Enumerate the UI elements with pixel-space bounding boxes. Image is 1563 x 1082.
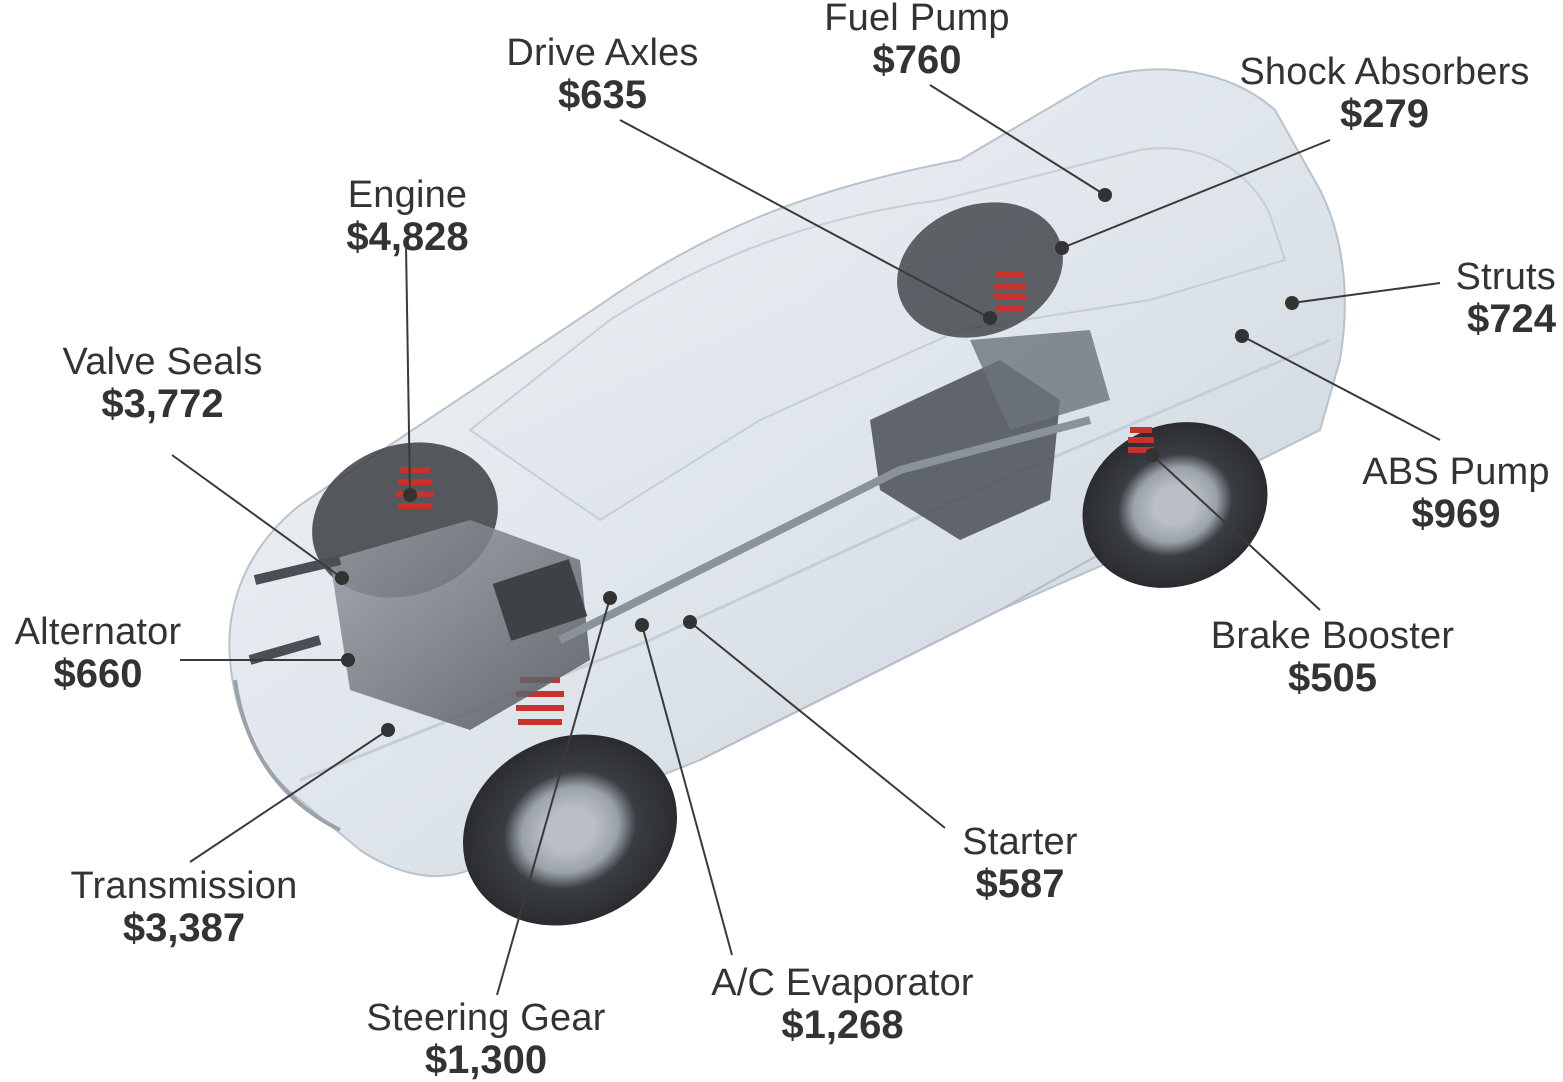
label-steering-gear: Steering Gear $1,300 — [350, 997, 622, 1082]
part-price: $1,268 — [781, 1003, 904, 1048]
label-valve-seals: Valve Seals $3,772 — [45, 341, 280, 427]
part-price: $969 — [1411, 492, 1501, 537]
part-price: $279 — [1340, 92, 1429, 137]
part-price: $505 — [1288, 656, 1377, 701]
part-price: $587 — [975, 862, 1065, 907]
callout-dots — [335, 188, 1299, 737]
part-name: Starter — [962, 821, 1078, 863]
label-abs-pump: ABS Pump $969 — [1350, 451, 1562, 537]
label-brake-booster: Brake Booster $505 — [1195, 615, 1470, 701]
label-shock-absorbers: Shock Absorbers $279 — [1222, 51, 1547, 137]
callout-dot-icon — [335, 571, 349, 585]
leader-transmission — [189, 729, 389, 863]
leader-engine — [405, 244, 411, 496]
label-alternator: Alternator $660 — [0, 611, 196, 697]
part-name: Steering Gear — [366, 997, 606, 1039]
callout-dot-icon — [341, 653, 355, 667]
callout-dot-icon — [1098, 188, 1112, 202]
callout-dot-icon — [603, 591, 617, 605]
callout-dot-icon — [381, 723, 395, 737]
leader-lines — [171, 84, 1441, 996]
leader-brake-booster — [1151, 454, 1321, 611]
callout-dot-icon — [1055, 241, 1069, 255]
part-price: $635 — [558, 73, 647, 118]
part-price: $3,772 — [101, 382, 224, 427]
part-name: Valve Seals — [62, 341, 263, 383]
callout-dot-icon — [403, 488, 417, 502]
part-name: Drive Axles — [506, 32, 699, 74]
callout-dot-icon — [1145, 448, 1159, 462]
part-price: $1,300 — [424, 1038, 548, 1082]
part-price: $660 — [53, 652, 143, 697]
part-name: Engine — [347, 174, 468, 216]
leader-shock-absorbers — [1061, 139, 1331, 249]
part-name: Shock Absorbers — [1239, 51, 1530, 93]
leader-struts — [1291, 282, 1441, 304]
part-price: $3,387 — [122, 906, 246, 951]
callout-dot-icon — [683, 615, 697, 629]
label-ac-evaporator: A/C Evaporator $1,268 — [695, 962, 990, 1048]
part-name: Brake Booster — [1210, 615, 1455, 657]
callout-dot-icon — [1285, 296, 1299, 310]
label-struts: Struts $724 — [1400, 256, 1556, 342]
leader-drive-axles — [619, 119, 991, 319]
leader-ac-evaporator — [641, 624, 733, 956]
mechanicals — [248, 330, 1110, 730]
callout-dot-icon — [983, 311, 997, 325]
label-starter: Starter $587 — [945, 821, 1095, 907]
part-name: ABS Pump — [1362, 451, 1550, 493]
leader-steering-gear — [496, 597, 611, 996]
leader-abs-pump — [1241, 335, 1441, 441]
label-fuel-pump: Fuel Pump $760 — [812, 0, 1022, 82]
label-drive-axles: Drive Axles $635 — [490, 32, 715, 118]
part-name: Transmission — [70, 865, 298, 907]
label-transmission: Transmission $3,387 — [48, 865, 320, 951]
leader-valve-seals — [171, 454, 343, 579]
callout-dot-icon — [1235, 329, 1249, 343]
part-name: A/C Evaporator — [711, 962, 974, 1004]
part-name: Struts — [1455, 256, 1556, 298]
leader-starter — [689, 621, 946, 829]
label-engine: Engine $4,828 — [315, 174, 500, 260]
callout-dot-icon — [635, 618, 649, 632]
leader-fuel-pump — [929, 84, 1106, 196]
part-price: $760 — [872, 38, 962, 83]
part-price: $724 — [1467, 297, 1556, 342]
part-name: Alternator — [14, 611, 182, 653]
part-name: Fuel Pump — [824, 0, 1010, 39]
part-price: $4,828 — [346, 215, 469, 260]
